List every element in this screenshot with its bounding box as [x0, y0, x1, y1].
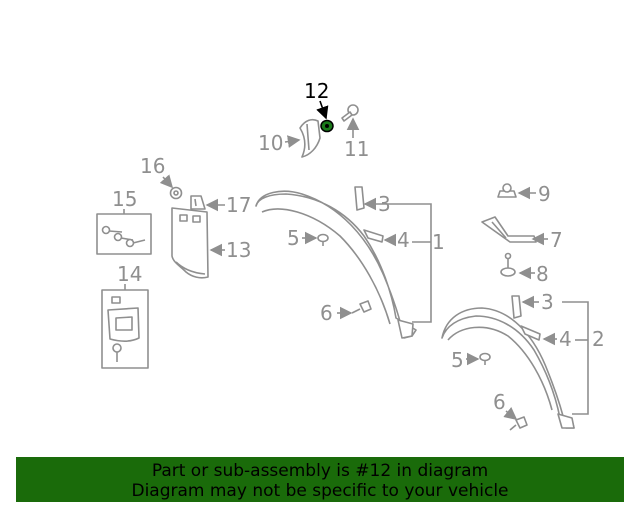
- callout-2-bracket: [562, 301, 589, 415]
- part-7-bracket[interactable]: [481, 216, 537, 243]
- part-15-screw-kit-box[interactable]: [96, 213, 152, 255]
- part-6-bolt-upper[interactable]: [351, 300, 372, 314]
- part-4-clip-lower[interactable]: [520, 325, 541, 341]
- callout-6b[interactable]: 6: [493, 390, 506, 414]
- part-3-retainer-upper[interactable]: [354, 186, 365, 211]
- callout-14[interactable]: 14: [117, 262, 142, 286]
- part-16-nut[interactable]: [169, 186, 183, 200]
- callout-8[interactable]: 8: [536, 262, 549, 286]
- part-6-bolt-lower[interactable]: [509, 416, 528, 431]
- part-17-clip[interactable]: [190, 195, 206, 210]
- part-14-contents: [107, 296, 140, 362]
- part-4-clip-upper[interactable]: [363, 229, 384, 243]
- part-9-nut[interactable]: [497, 183, 517, 198]
- part-3-retainer-lower[interactable]: [511, 295, 522, 319]
- callout-6a[interactable]: 6: [320, 301, 333, 325]
- part-10-bracket[interactable]: [299, 118, 321, 158]
- callout-17[interactable]: 17: [226, 193, 251, 217]
- callout-9[interactable]: 9: [538, 182, 551, 206]
- parts-diagram: 12 10 11 16 17 13 15: [96, 79, 605, 431]
- callout-4b[interactable]: 4: [559, 327, 572, 351]
- callout-5a[interactable]: 5: [287, 226, 300, 250]
- callout-10[interactable]: 10: [258, 131, 283, 155]
- part-8-stud[interactable]: [500, 252, 516, 277]
- callout-6b-arrow: [503, 407, 518, 420]
- callout-3a[interactable]: 3: [378, 192, 391, 216]
- callout-15[interactable]: 15: [112, 187, 137, 211]
- part-5-pin-lower[interactable]: [479, 352, 491, 366]
- callout-12-arrow: [316, 100, 329, 120]
- callout-16-arrow: [159, 174, 174, 189]
- notice-line-1: Part or sub-assembly is #12 in diagram: [151, 461, 489, 481]
- callout-7[interactable]: 7: [550, 228, 563, 252]
- callout-10-arrow: [284, 135, 301, 148]
- part-15-screws: [101, 225, 146, 248]
- callout-4a[interactable]: 4: [397, 228, 410, 252]
- callout-16[interactable]: 16: [140, 154, 165, 178]
- callout-2[interactable]: 2: [592, 327, 605, 351]
- notice-banner: Part or sub-assembly is #12 in diagram D…: [16, 457, 624, 502]
- part-11-screw[interactable]: [341, 104, 359, 122]
- part-12-clip[interactable]: [320, 119, 334, 133]
- callout-3b[interactable]: 3: [541, 290, 554, 314]
- callout-1[interactable]: 1: [432, 230, 445, 254]
- part-1-fender-flare-front[interactable]: [255, 190, 417, 339]
- callout-11[interactable]: 11: [344, 137, 369, 161]
- callout-12[interactable]: 12: [304, 79, 329, 103]
- part-13-mud-flap[interactable]: [171, 207, 209, 279]
- part-5-pin-upper[interactable]: [317, 233, 329, 247]
- notice-line-2: Diagram may not be specific to your vehi…: [131, 481, 509, 501]
- callout-5b[interactable]: 5: [451, 348, 464, 372]
- callout-1-bracket: [376, 203, 432, 323]
- part-2-fender-flare-rear[interactable]: [441, 307, 575, 429]
- callout-13[interactable]: 13: [226, 238, 251, 262]
